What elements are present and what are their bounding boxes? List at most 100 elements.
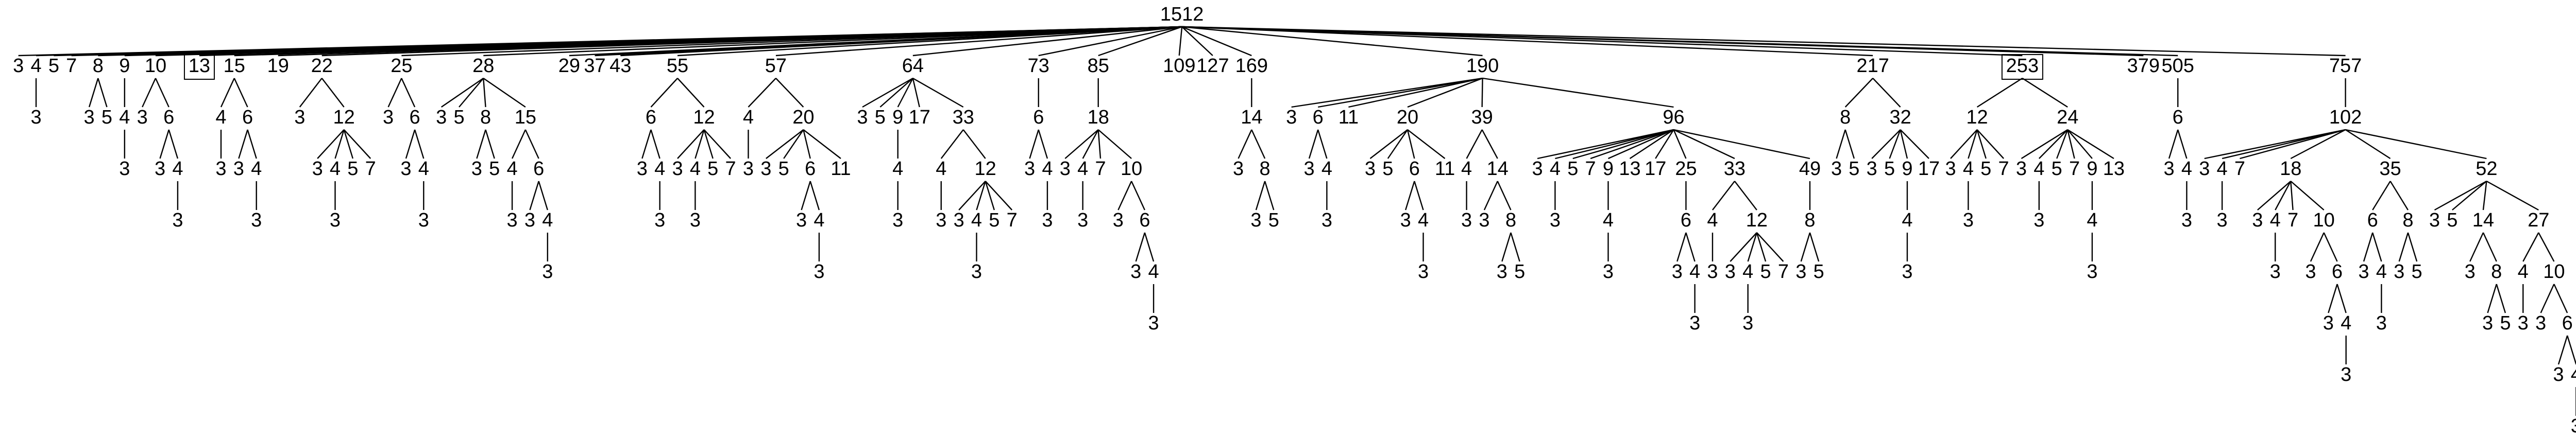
node-label: 5 — [1980, 158, 1991, 180]
tree-node: 3 — [1479, 209, 1489, 231]
tree-node: 55 — [667, 55, 688, 77]
node-label: 64 — [902, 55, 924, 77]
node-label: 6 — [1409, 158, 1420, 180]
node-label: 15 — [224, 55, 245, 77]
tree-node: 13 — [2103, 158, 2125, 180]
tree-node: 5 — [1567, 158, 1578, 180]
node-label: 73 — [1028, 55, 1049, 77]
node-label: 3 — [1867, 158, 1877, 180]
node-label: 3 — [1365, 158, 1376, 180]
tree-node: 4 — [542, 209, 553, 231]
node-label: 3 — [418, 209, 429, 231]
tree-edge — [1387, 129, 1409, 159]
tree-edge — [1510, 232, 1520, 262]
tree-node: 3 — [1795, 261, 1806, 283]
tree-edge — [2469, 232, 2484, 262]
tree-node: 11 — [1435, 158, 1455, 180]
node-label: 6 — [1033, 107, 1044, 128]
node-label: 4 — [654, 158, 665, 180]
tree-edge — [1038, 129, 1048, 159]
node-label: 3 — [2033, 209, 2044, 231]
tree-node: 14 — [1487, 158, 1509, 180]
tree-node: 4 — [2181, 158, 2192, 180]
node-label: 12 — [975, 158, 996, 180]
node-label: 3 — [971, 261, 982, 283]
tree-edge — [1590, 129, 1674, 160]
node-label: 5 — [1567, 158, 1578, 180]
tree-node: 5 — [1849, 158, 1859, 180]
tree-node: 3 — [1902, 261, 1912, 283]
tree-edge — [694, 129, 705, 159]
tree-node: 37 — [584, 55, 605, 77]
tree-node: 5 — [1514, 261, 1525, 283]
node-label: 3 — [1418, 261, 1429, 283]
node-label: 15 — [515, 107, 536, 128]
node-label: 4 — [2571, 364, 2576, 386]
node-label: 3 — [796, 209, 807, 231]
node-label: 37 — [584, 55, 605, 77]
node-label: 4 — [2217, 158, 2228, 180]
tree-edge — [2336, 284, 2347, 313]
node-label: 127 — [1196, 55, 1229, 77]
tree-edge — [2345, 129, 2487, 160]
tree-node: 5 — [2447, 209, 2458, 231]
tree-node: 6 — [533, 158, 544, 180]
tree-node: 3 — [2535, 312, 2546, 334]
tree-node: 3 — [654, 209, 665, 231]
node-label: 3 — [507, 209, 518, 231]
tree-node: 3 — [1233, 158, 1244, 180]
node-label: 6 — [533, 158, 544, 180]
tree-edge — [912, 26, 1182, 57]
tree-node: 3 — [2270, 261, 2281, 283]
tree-node: 6 — [2173, 107, 2183, 128]
tree-node: 7 — [2234, 158, 2245, 180]
tree-node: 43 — [609, 55, 631, 77]
tree-node: 4 — [2571, 364, 2576, 386]
tree-node: 7 — [1095, 158, 1106, 180]
tree-node: 8 — [2402, 209, 2413, 231]
node-label: 6 — [2173, 107, 2183, 128]
tree-edge — [2310, 232, 2325, 262]
node-label: 4 — [892, 158, 903, 180]
tree-edge — [1655, 129, 1674, 159]
node-label: 12 — [1746, 209, 1768, 231]
node-label: 5 — [1268, 209, 1279, 231]
tree-edge — [238, 129, 248, 159]
tree-edge — [766, 129, 804, 159]
tree-edge — [220, 78, 235, 108]
tree-node: 10 — [2313, 209, 2335, 231]
tree-node: 217 — [1856, 55, 1889, 77]
tree-edge — [897, 78, 913, 108]
node-label: 3 — [1113, 209, 1124, 231]
tree-edge — [1976, 129, 1987, 159]
tree-node: 13 — [183, 54, 215, 80]
node-label: 3 — [233, 158, 244, 180]
tree-node: 3 — [30, 107, 41, 128]
node-label: 3 — [294, 107, 305, 128]
tree-edge — [1950, 129, 1978, 159]
node-label: 169 — [1235, 55, 1268, 77]
tree-edge — [168, 129, 179, 159]
node-label: 25 — [1675, 158, 1697, 180]
tree-node: 4 — [2518, 261, 2529, 283]
node-label: 9 — [119, 55, 130, 77]
tree-edge — [1291, 77, 1483, 108]
node-label: 7 — [725, 158, 736, 180]
node-label: 10 — [2543, 261, 2565, 283]
tree-node: 3 — [1286, 107, 1297, 128]
tree-edge — [2496, 284, 2506, 313]
tree-edge — [2553, 284, 2568, 313]
tree-edge — [976, 181, 986, 211]
node-label: 1512 — [1160, 4, 1204, 25]
tree-node: 10 — [2543, 261, 2565, 283]
node-label: 14 — [1241, 107, 1262, 128]
node-label: 3 — [137, 107, 148, 128]
node-label: 5 — [989, 209, 999, 231]
node-label: 7 — [66, 55, 77, 77]
tree-edge — [142, 78, 157, 108]
tree-node: 9 — [1902, 158, 1912, 180]
tree-edge — [2257, 181, 2292, 211]
tree-edge — [1676, 232, 1687, 262]
tree-edge — [2067, 129, 2093, 159]
tree-node: 3 — [2252, 209, 2263, 231]
